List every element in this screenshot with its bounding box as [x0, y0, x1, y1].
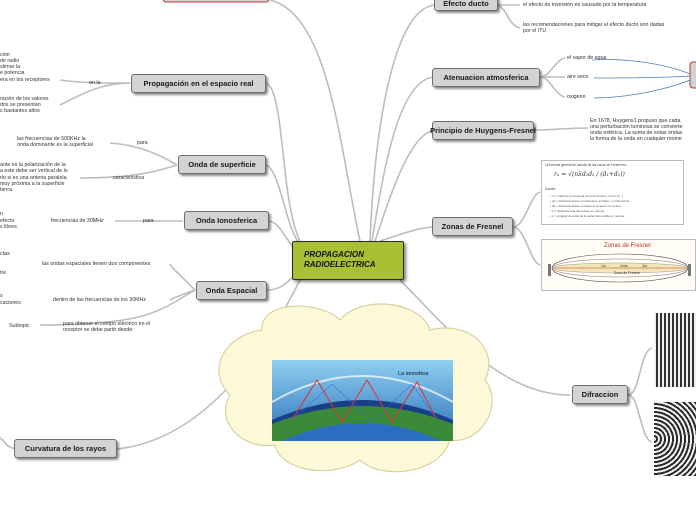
atenuacion-aire-seco: aire seco: [567, 74, 589, 80]
superficie-text-5: muy próxima a la superficie: [0, 181, 65, 187]
superficie-link-caracteristica: caracteristica: [113, 175, 145, 181]
atenuacion-vapor: el vapor de agua: [567, 55, 607, 61]
node-onda-espacial[interactable]: Onda Espacial: [196, 281, 267, 300]
central-topic[interactable]: PROPAGACION RADIOELECTRICA: [292, 241, 404, 280]
diffraction-image-2: [654, 402, 696, 476]
espacial-text-1: ctas: [0, 251, 10, 257]
huygens-text-3: onda esférica. La suma de estas ondas: [590, 130, 683, 136]
ionosphere-label: La ionosfera: [398, 371, 429, 377]
fresnel-formula-image: La formula general de cálculo de las zon…: [541, 160, 684, 225]
espacial-frecuencias: dentro de las frecuencias de los 30MHz: [53, 297, 147, 303]
superficie-text-1a: las frecuencias de 500KHz la: [17, 136, 86, 142]
espacio-real-link: en la: [89, 80, 101, 86]
ducto-text-1: el efecto de inversión es causado por la…: [523, 2, 647, 8]
central-title-line1: PROPAGACION: [304, 250, 364, 259]
node-atenuacion-atmosferica[interactable]: Atenuacion atmosferica: [432, 68, 540, 87]
node-curvatura-rayos[interactable]: Curvatura de los rayos: [14, 439, 117, 458]
node-difraccion[interactable]: Difraccion: [572, 385, 628, 404]
fresnel-title: Zonas de Fresnel: [604, 243, 651, 249]
ducto-text-2b: por el ITU: [523, 28, 547, 34]
formula-line: • λ = longitud de onda de la señal trans…: [550, 214, 625, 218]
arrow-link: [591, 59, 691, 75]
espacial-text-4: caciones: [0, 300, 21, 306]
formula-lines: • rn = radio de la enésima zona de Fresn…: [550, 194, 630, 219]
superficie-text-3: a este debe ser vertical de lo: [0, 168, 68, 174]
formula-line: • d = distancia total del enlace en metr…: [550, 209, 605, 213]
diffraction-image-1: [654, 313, 696, 387]
espacio-real-text-1: cion: [0, 52, 10, 58]
espacial-campo-b: receptor se debe partir desde:: [63, 327, 134, 333]
espacio-real-text-3: stimar la: [0, 64, 21, 70]
formula-line: • d2 = distancia desde el objeto al rece…: [550, 204, 622, 208]
espacio-real-text-2: de radio: [0, 58, 20, 64]
espacial-text-3: s: [0, 293, 3, 299]
superficie-text-4: rio si es una antena paralela: [0, 175, 67, 181]
espacial-campo-a: para obtener el campo eléctrico en el: [63, 321, 151, 327]
ionosferica-frecuencias: frecuencias de 30MHz: [51, 218, 104, 224]
espacial-componentes: las ondas espaciales tienen dos componen…: [42, 261, 151, 267]
fresnel-tick-1: 1ra: [601, 264, 606, 268]
superficie-text-1b: onda dominante es la superficial: [17, 142, 93, 148]
ionosferica-text-2: efecto: [0, 218, 15, 224]
formula-donde: Donde:: [545, 187, 557, 191]
fresnel-zone-label: Zona de Fresnel: [614, 271, 640, 275]
ionosphere-image: La ionosfera: [272, 360, 453, 441]
node-huygens-fresnel[interactable]: Principio de Huygens-Fresnel: [430, 121, 536, 140]
node-zonas-fresnel[interactable]: Zonas de Fresnel: [432, 217, 513, 236]
node-onda-ionosferica[interactable]: Onda Ionosferica: [184, 211, 269, 230]
formula-heading: La formula general de cálculo de las zon…: [545, 163, 627, 167]
espacio-real-text-8: s bastantes altos: [0, 108, 40, 114]
huygens-text-1: En 1678, Huygens1 propuso que cada: [590, 118, 681, 124]
superficie-link-para: para: [137, 140, 148, 146]
formula-expression: rₙ = √(nλd₁d₂ / (d₁+d₂)): [554, 171, 625, 178]
fresnel-zones-image: Zonas de Fresnel 1ra 2nda 3ra Zona de Fr…: [541, 239, 696, 291]
espacial-text-2: tre: [0, 270, 7, 276]
node-efecto-ducto[interactable]: Efecto ducto: [434, 0, 498, 11]
node-onda-superficie[interactable]: Onda de superficie: [178, 155, 266, 174]
node-espacio-real[interactable]: Propagación en el espacio real: [131, 74, 266, 93]
atenuacion-oxigeno: oxigeno: [567, 94, 586, 100]
superficie-text-6: tierra.: [0, 187, 14, 193]
fresnel-tick-2: 2nda: [620, 264, 628, 268]
formula-line: • d1 = distancia desde el transmisor al …: [550, 199, 631, 203]
central-title-line2: RADIOELECTRICA: [304, 260, 376, 269]
espacio-real-text-7: dos se presentan: [0, 102, 41, 108]
huygens-text-2: una perturbación luminosa se convierte: [590, 124, 683, 130]
espacio-real-text-4: e potencia: [0, 70, 25, 76]
ducto-text-2a: las recomendaciones para mitigar el efec…: [523, 22, 665, 28]
huygens-text-4: la forma de la onda en cualquier mome: [590, 136, 682, 142]
superficie-text-2: ante es la polarización de la: [0, 162, 66, 168]
espacial-subtopic[interactable]: Subtopic: [9, 323, 30, 329]
offscreen-node-stub: [689, 61, 696, 89]
ionosferica-link-para: para: [143, 218, 154, 224]
ionosferica-text-3: s libres.: [0, 224, 19, 230]
fresnel-tick-3: 3ra: [642, 264, 647, 268]
espacio-real-text-5: era en los receptores: [0, 77, 50, 83]
espacio-real-text-6: ración de los valores: [0, 96, 49, 102]
offscreen-top-node: [162, 0, 270, 3]
formula-line: • rn = radio de la enésima zona de Fresn…: [550, 194, 624, 198]
ionosferica-text-1: n: [0, 211, 3, 217]
